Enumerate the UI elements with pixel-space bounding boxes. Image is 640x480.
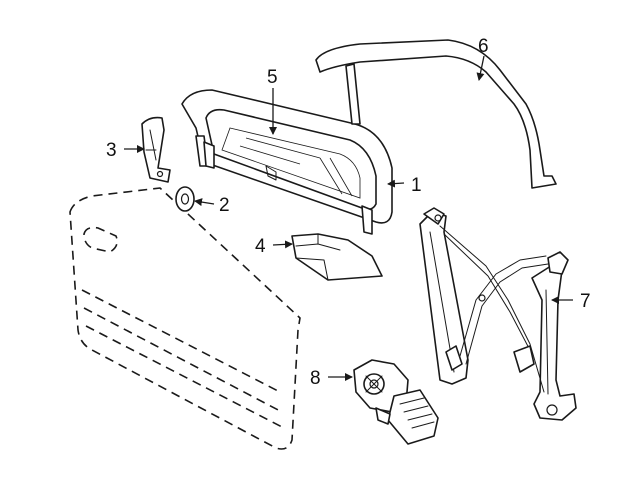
corner-trim bbox=[291, 233, 383, 281]
callout-8: 8 bbox=[310, 368, 321, 389]
frame-seal bbox=[315, 39, 557, 189]
window-motor bbox=[353, 359, 439, 445]
callout-4: 4 bbox=[255, 236, 266, 257]
callout-2: 2 bbox=[219, 195, 230, 216]
trim-bracket bbox=[141, 116, 171, 183]
leader-lines bbox=[124, 55, 573, 381]
callout-6: 6 bbox=[478, 36, 489, 57]
window-frame bbox=[181, 89, 393, 235]
grommet bbox=[175, 186, 195, 212]
window-regulator bbox=[419, 207, 577, 421]
door-shell bbox=[69, 187, 301, 450]
callout-1: 1 bbox=[411, 175, 422, 196]
callout-5: 5 bbox=[267, 67, 278, 88]
callouts: 1 2 3 4 5 6 7 8 bbox=[106, 36, 591, 389]
callout-7: 7 bbox=[580, 291, 591, 312]
callout-3: 3 bbox=[106, 140, 117, 161]
